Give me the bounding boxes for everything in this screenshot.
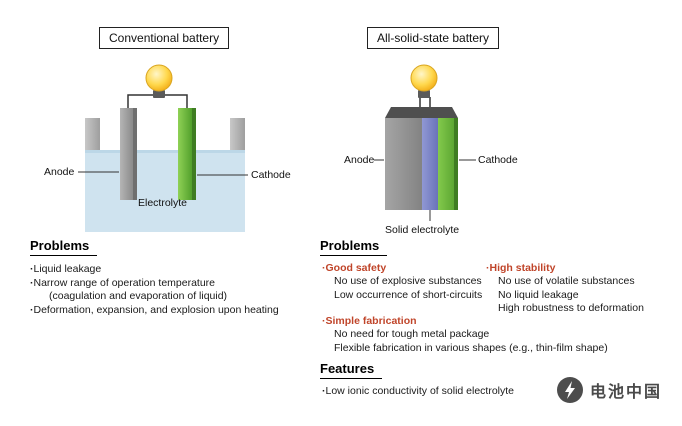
group-item: No liquid leakage: [498, 288, 579, 301]
left-cathode-label: Cathode: [251, 169, 291, 181]
left-anode-label: Anode: [44, 166, 75, 178]
right-cathode-section: [438, 118, 458, 210]
right-bulb-base: [418, 90, 430, 98]
left-cathode-electrode-shade: [192, 108, 196, 200]
problem-item: Liquid leakage: [30, 263, 315, 277]
group-item: No need for tough metal package: [334, 328, 490, 340]
good-safety-title: Good safety: [322, 261, 482, 275]
right-cathode-label: Cathode: [478, 154, 518, 166]
all-solid-state-battery-title: All-solid-state battery: [367, 27, 500, 49]
solid-electrolyte-section: [422, 118, 438, 210]
problem-item: Narrow range of operation temperature: [30, 277, 315, 291]
left-problems-heading: Problems: [30, 238, 98, 256]
group-item: High robustness to deformation: [498, 302, 644, 314]
group-item: No use of explosive substances: [334, 275, 482, 287]
group-item: Flexible fabrication in various shapes (…: [334, 341, 608, 354]
group-item: Low occurrence of short-circuits: [334, 288, 483, 301]
conventional-battery-illustration: [78, 64, 248, 232]
solid-state-battery-illustration: [374, 64, 476, 221]
liquid-surface: [85, 150, 245, 153]
block-top-face: [385, 107, 458, 118]
electrolyte-label: Electrolyte: [138, 197, 188, 209]
simple-fabrication-group: Simple fabrication No need for tough met…: [322, 314, 667, 355]
features-heading: Features: [320, 361, 383, 379]
right-cathode-section-shade: [454, 118, 458, 210]
liquid-electrolyte: [85, 150, 245, 232]
left-anode-electrode-shade: [133, 108, 137, 200]
high-stability-group: High stability No use of volatile substa…: [486, 261, 644, 316]
group-item: No use of volatile substances: [498, 275, 635, 287]
left-bulb-base: [153, 90, 165, 98]
right-problems-heading: Problems: [320, 238, 388, 256]
right-problems-section: Problems Good safety No use of explosive…: [320, 237, 680, 412]
right-anode-label: Anode: [344, 154, 375, 166]
high-stability-title: High stability: [486, 261, 644, 275]
left-problems-section: Problems Liquid leakage Narrow range of …: [30, 237, 315, 317]
watermark-text: 电池中国: [590, 384, 663, 401]
problem-item-note: (coagulation and evaporation of liquid): [49, 290, 228, 302]
problem-item: Deformation, expansion, and explosion up…: [30, 304, 315, 318]
conventional-battery-title: Conventional battery: [99, 27, 230, 49]
watermark: 电池中国: [556, 376, 662, 404]
battery-china-logo-icon: [557, 377, 583, 403]
good-safety-group: Good safety No use of explosive substanc…: [322, 261, 483, 302]
feature-item: Low ionic conductivity of solid electrol…: [322, 385, 515, 399]
left-problems-list: Liquid leakage Narrow range of operation…: [30, 263, 315, 317]
solid-electrolyte-label: Solid electrolyte: [385, 224, 460, 236]
simple-fabrication-title: Simple fabrication: [322, 314, 667, 328]
right-anode-section: [385, 118, 422, 210]
left-cathode-electrode: [178, 108, 192, 200]
left-anode-electrode: [120, 108, 133, 200]
left-bulb-icon: [145, 64, 173, 92]
right-bulb-icon: [410, 64, 438, 92]
